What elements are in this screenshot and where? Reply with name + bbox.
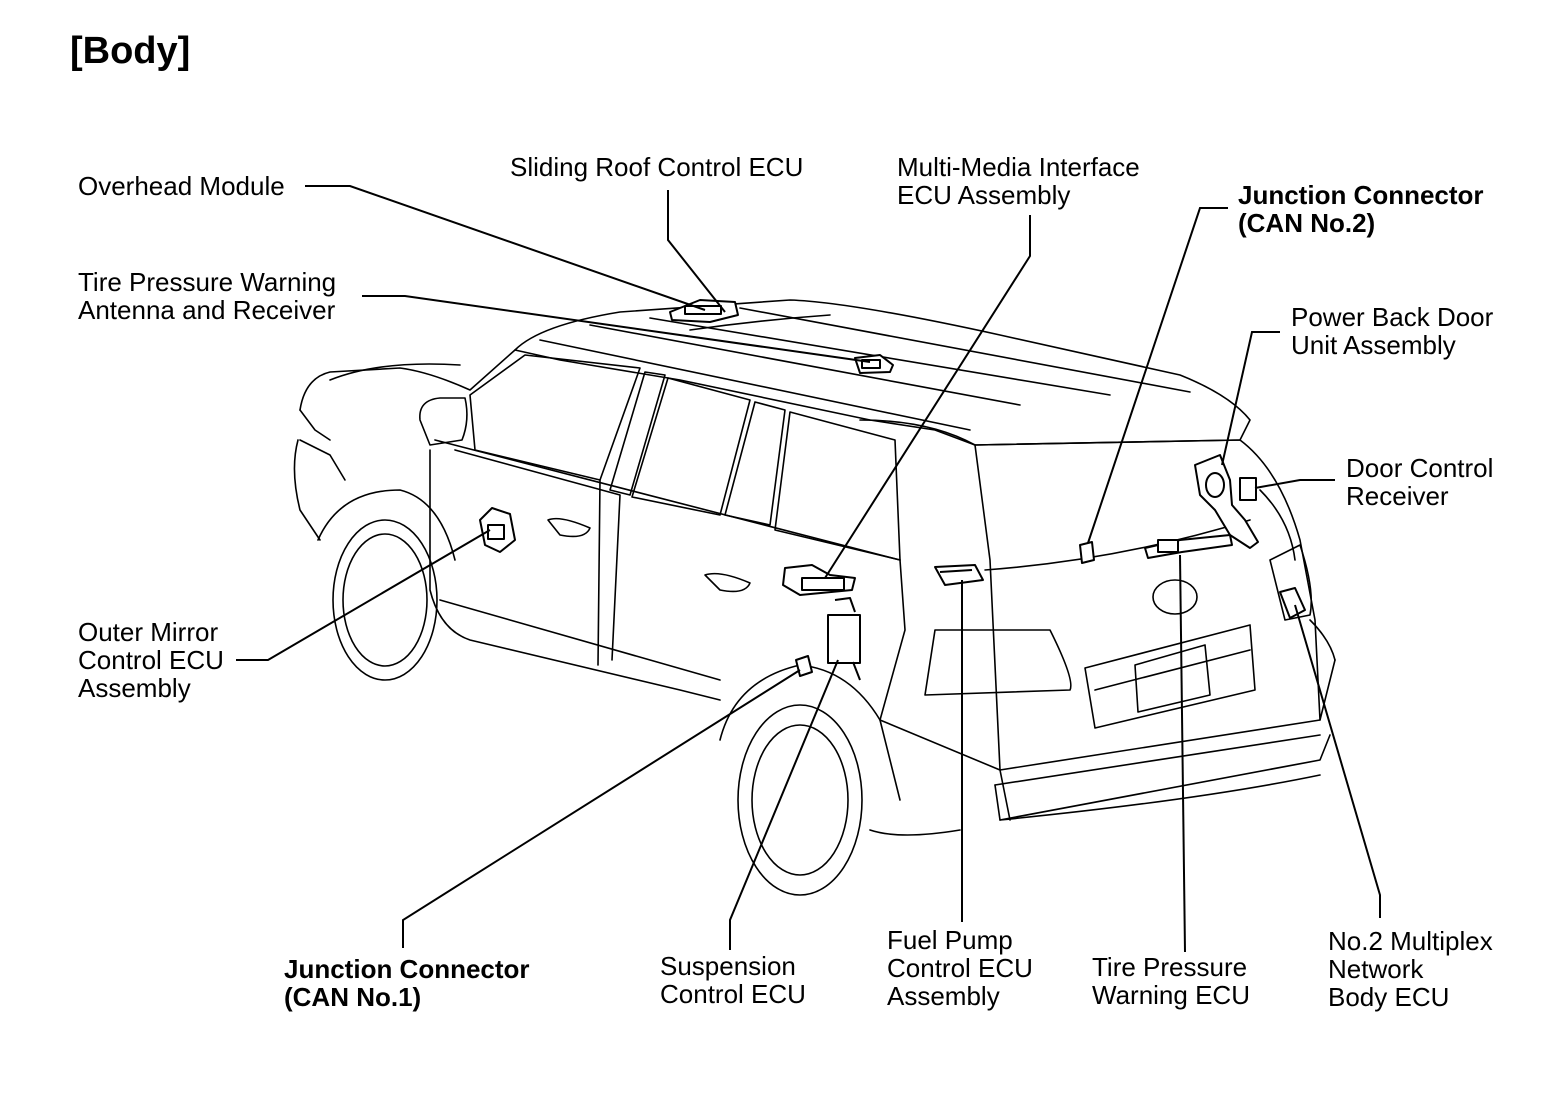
power-back-door-part: [1194, 454, 1259, 549]
leader-overhead-module: [305, 185, 706, 311]
label-fuel-pump-control-ecu: Fuel Pump Control ECU Assembly: [887, 925, 1033, 1011]
label-tire-pressure-warning-ecu: Tire Pressure Warning ECU: [1092, 952, 1250, 1010]
multimedia-ecu-part: [782, 564, 856, 596]
diagram-title: [Body]: [70, 30, 191, 72]
tire-antenna-part: [854, 354, 894, 374]
multiplex-ecu-part: [1279, 587, 1306, 619]
fuel-pump-ecu-part: [934, 564, 984, 586]
component-parts: [479, 299, 1306, 681]
label-sliding-roof-control-ecu: Sliding Roof Control ECU: [510, 152, 804, 182]
label-overhead-module: Overhead Module: [78, 171, 285, 201]
leader-power-back-door: [1221, 331, 1280, 466]
label-junction-connector-can1: Junction Connector (CAN No.1): [284, 954, 530, 1012]
label-power-back-door: Power Back Door Unit Assembly: [1291, 302, 1494, 360]
label-no2-multiplex-network-body-ecu: No.2 Multiplex Network Body ECU: [1328, 926, 1493, 1012]
leader-suspension: [729, 659, 839, 950]
overhead-module-part: [669, 299, 739, 323]
leader-sliding-roof: [667, 190, 726, 313]
leader-tire-antenna: [362, 295, 871, 363]
suv-body-outline: [293, 299, 1336, 896]
label-tire-pressure-antenna: Tire Pressure Warning Antenna and Receiv…: [78, 267, 337, 325]
tire-warning-ecu-part: [1144, 534, 1233, 559]
label-door-control-receiver: Door Control Receiver: [1346, 453, 1494, 511]
leader-lines: [236, 185, 1381, 953]
leader-junction-can2: [1087, 207, 1228, 544]
junction-can2-part: [1079, 541, 1095, 564]
leader-outer-mirror: [236, 529, 491, 661]
suspension-ecu-part: [827, 597, 861, 681]
leader-multiplex: [1294, 604, 1381, 918]
label-suspension-control-ecu: Suspension Control ECU: [660, 951, 806, 1009]
door-control-receiver-part: [1239, 477, 1257, 501]
label-outer-mirror-control-ecu: Outer Mirror Control ECU Assembly: [78, 617, 224, 703]
leader-tire-warning-ecu: [1179, 554, 1186, 953]
label-multimedia-interface-ecu: Multi-Media Interface ECU Assembly: [897, 152, 1140, 210]
label-junction-connector-can2: Junction Connector (CAN No.2): [1238, 180, 1484, 238]
outer-mirror-ecu-part: [479, 507, 516, 553]
leader-multimedia: [824, 215, 1031, 579]
leader-door-control-receiver: [1254, 479, 1335, 489]
junction-can1-part: [795, 655, 813, 677]
leader-junction-can1: [402, 669, 801, 948]
